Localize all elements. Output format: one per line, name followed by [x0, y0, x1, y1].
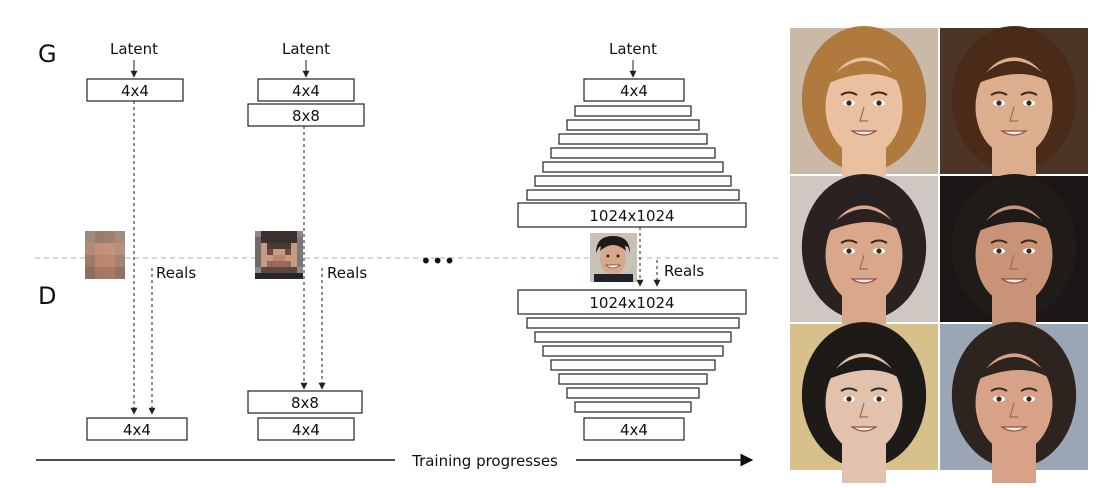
generator-block-label: 4x4: [292, 82, 320, 100]
generated-face-sample: [790, 26, 938, 187]
latent-label: Latent: [609, 40, 657, 58]
generated-face-sample: [940, 26, 1088, 187]
generator-block-label: 1024x1024: [589, 207, 674, 225]
generator-block: [247, 103, 365, 127]
discriminator-block: [517, 289, 747, 315]
generator-block: [86, 78, 184, 102]
real-image-4x4: [85, 231, 125, 279]
discriminator-block: [257, 417, 355, 441]
reals-label: Reals: [327, 264, 367, 282]
generated-face-sample: [790, 174, 938, 335]
ellipsis: •••: [420, 249, 455, 273]
generator-block: [542, 161, 724, 173]
generator-block: [257, 78, 355, 102]
generated-face-sample: [940, 174, 1088, 335]
training-label: Training progresses: [411, 452, 558, 470]
generator-block: [583, 78, 685, 102]
generator-block-label: 4x4: [121, 82, 149, 100]
generator-block-label: 8x8: [292, 107, 320, 125]
discriminator-block: [574, 401, 692, 413]
real-image-1024: [590, 233, 637, 282]
latent-label: Latent: [282, 40, 330, 58]
generator-label: G: [38, 40, 57, 68]
discriminator-block: [550, 359, 716, 371]
generator-block: [574, 105, 692, 117]
real-image-8x8: [255, 231, 303, 279]
discriminator-block: [247, 390, 363, 414]
discriminator-block: [583, 417, 685, 441]
discriminator-block-label: 4x4: [292, 421, 320, 439]
discriminator-block-label: 8x8: [291, 394, 319, 412]
reals-label: Reals: [664, 262, 704, 280]
discriminator-block-label: 4x4: [123, 421, 151, 439]
generator-block: [550, 147, 716, 159]
discriminator-block: [558, 373, 708, 385]
discriminator-block: [534, 331, 732, 343]
reals-label: Reals: [156, 264, 196, 282]
generated-samples-grid: [790, 26, 1088, 483]
stage-3: Latent 4x4 1024x1024 Reals 1024x10: [517, 40, 747, 441]
generator-block-label: 4x4: [620, 82, 648, 100]
stage-1: Latent 4x4 Reals 4x4: [85, 40, 196, 441]
generator-block: [558, 133, 708, 145]
generator-block: [517, 202, 747, 228]
generator-block: [526, 189, 740, 201]
generator-block: [534, 175, 732, 187]
discriminator-block: [86, 417, 188, 441]
discriminator-block-label: 4x4: [620, 421, 648, 439]
latent-label: Latent: [110, 40, 158, 58]
generated-face-sample: [940, 322, 1088, 483]
stage-2: Latent 4x4 8x8 Reals 8x8 4x4: [247, 40, 367, 441]
generator-block: [566, 119, 700, 131]
discriminator-block: [542, 345, 724, 357]
discriminator-label: D: [38, 282, 56, 310]
discriminator-block: [566, 387, 700, 399]
discriminator-block: [526, 317, 740, 329]
discriminator-block-label: 1024x1024: [589, 294, 674, 312]
generated-face-sample: [790, 322, 938, 483]
